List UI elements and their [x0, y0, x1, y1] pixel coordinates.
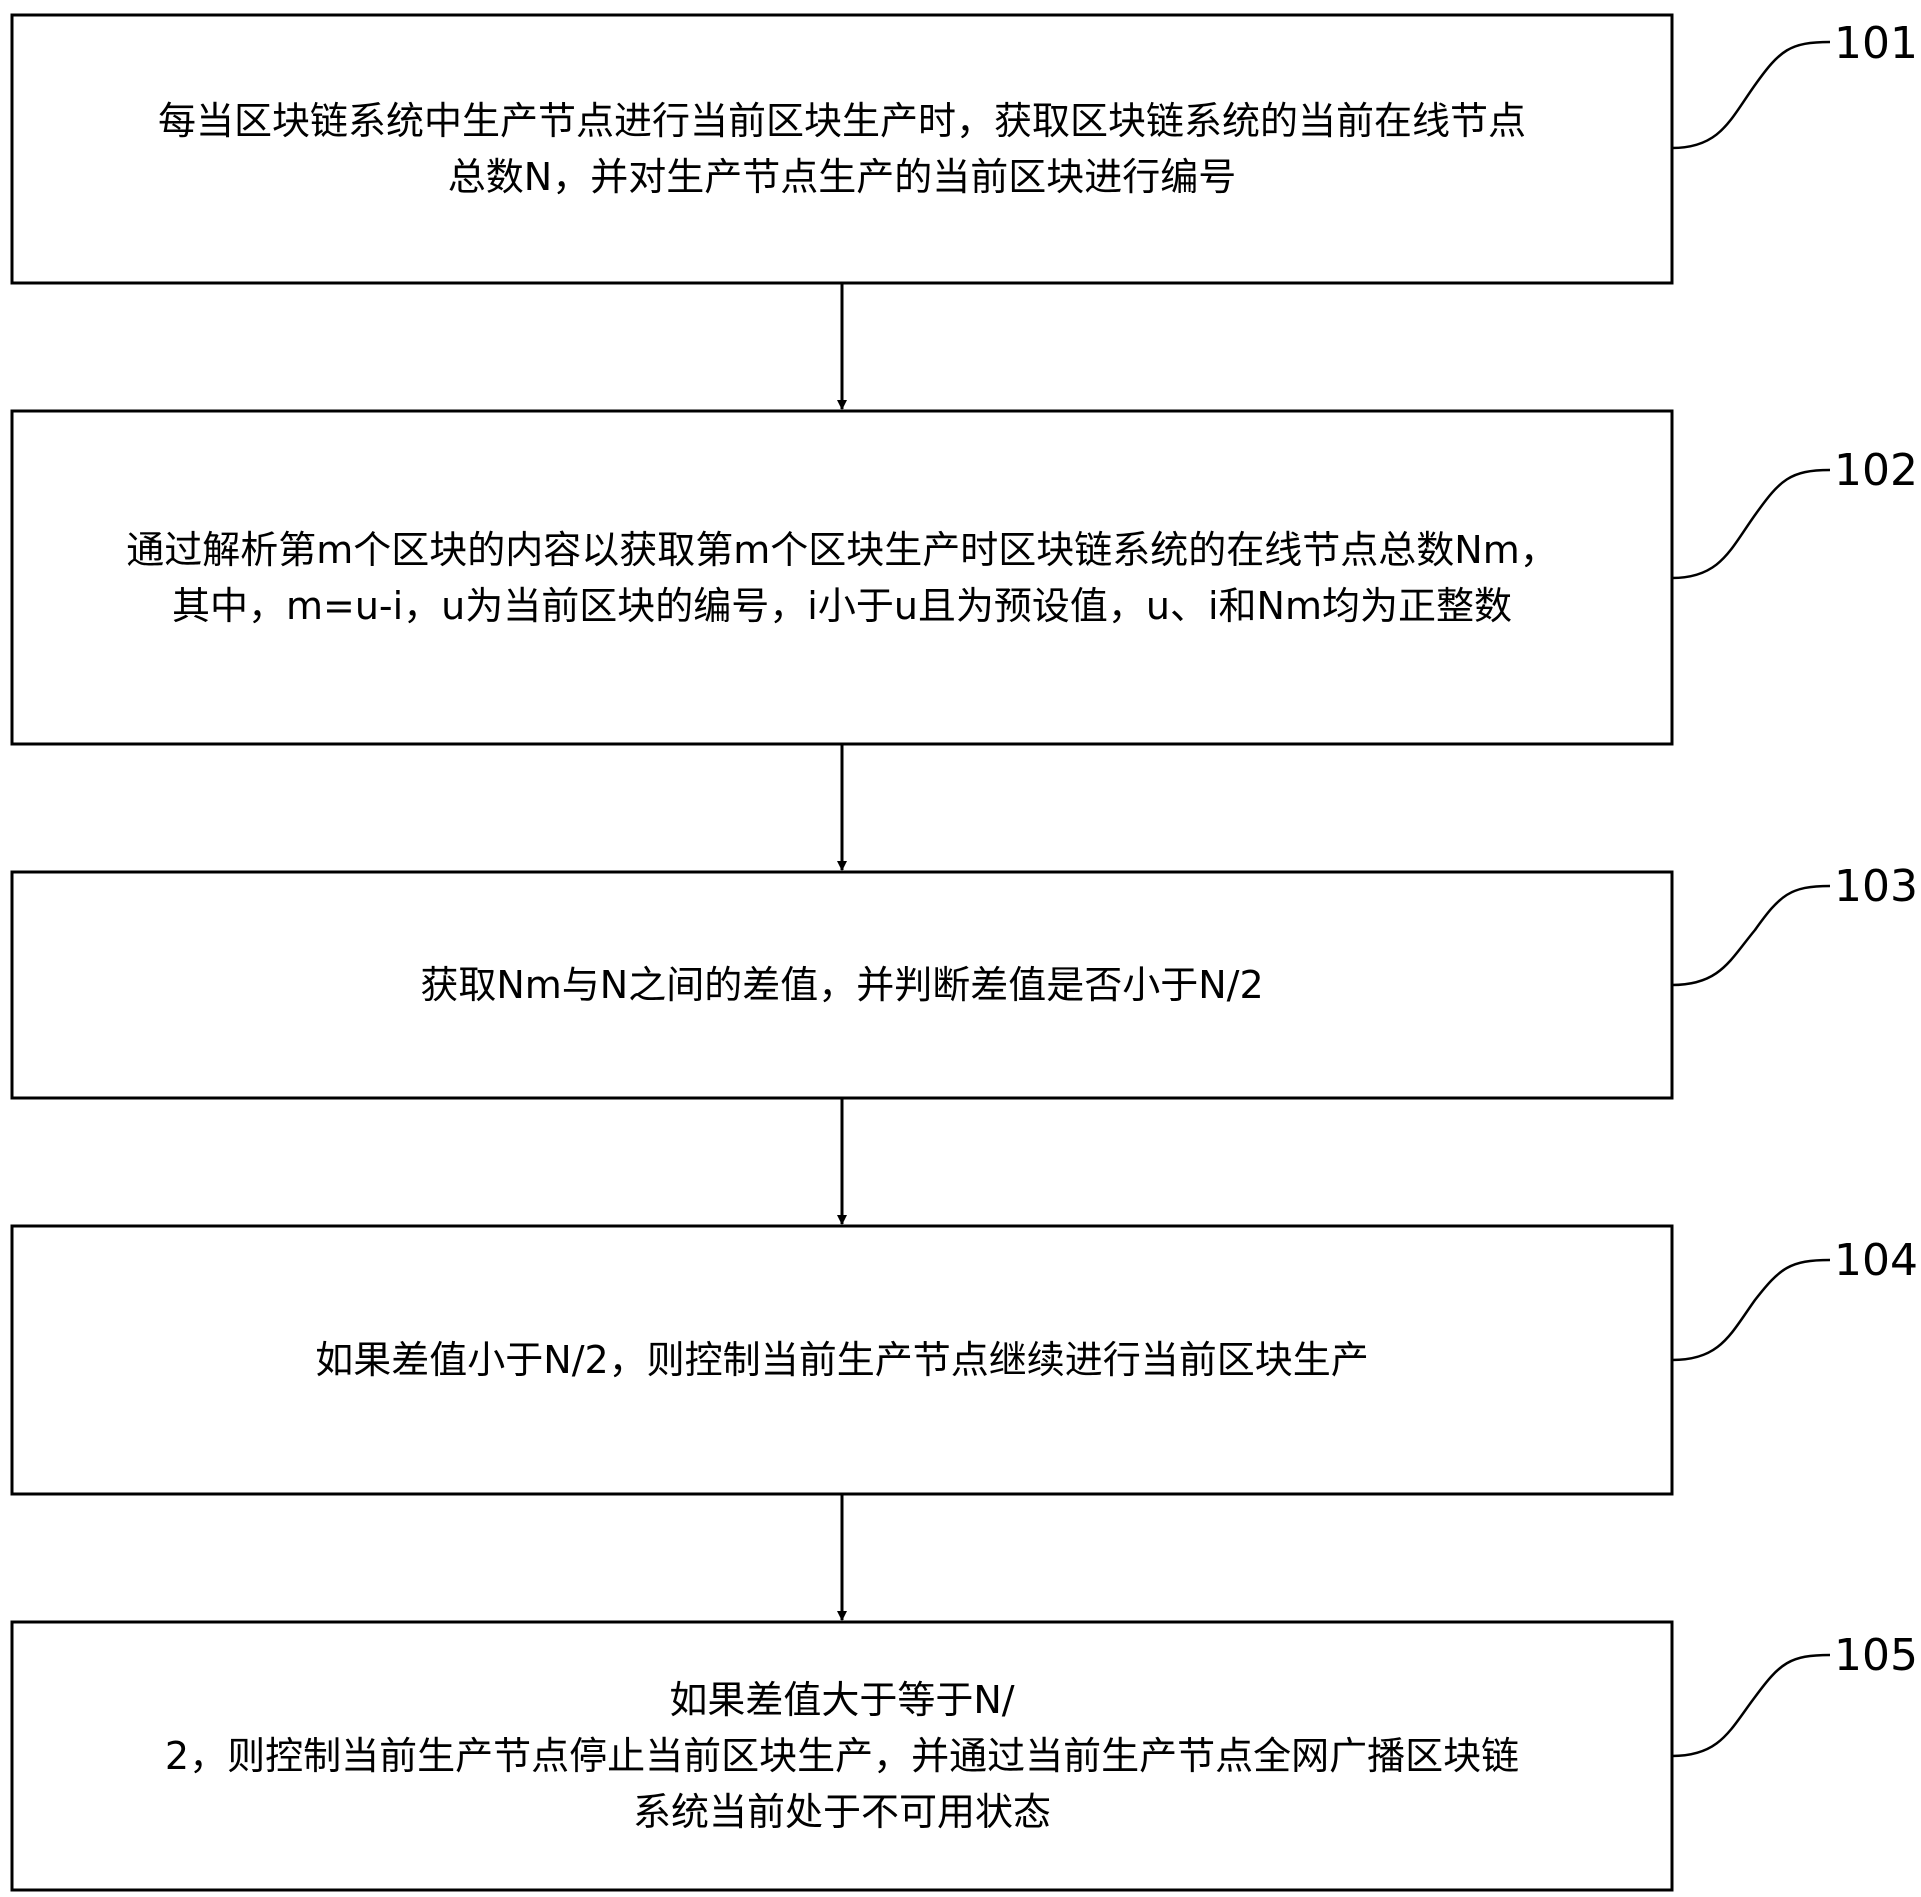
step-number-101: 101 [1834, 18, 1918, 69]
step-number-103: 103 [1834, 861, 1918, 912]
step-box-104 [10, 1224, 1674, 1496]
step-text-105: 如果差值大于等于N/ 2，则控制当前生产节点停止当前区块生产，并通过当前生产节点… [164, 1678, 1520, 1834]
step-text-104: 如果差值小于N/2，则控制当前生产节点继续进行当前区块生产 [315, 1338, 1369, 1382]
step-box-101 [10, 13, 1674, 285]
step-number-102: 102 [1834, 445, 1918, 496]
leader-curve-105 [1671, 1653, 1831, 1758]
step-text-101: 每当区块链系统中生产节点进行当前区块生产时，获取区块链系统的当前在线节点 总数N… [157, 99, 1526, 199]
leader-curve-101 [1671, 40, 1831, 150]
leader-curve-102 [1671, 468, 1831, 580]
leader-curve-104 [1671, 1258, 1831, 1362]
step-number-105: 105 [1834, 1630, 1918, 1681]
leader-curve-103 [1671, 884, 1831, 987]
step-box-102 [10, 409, 1674, 746]
step-text-102: 通过解析第m个区块的内容以获取第m个区块生产时区块链系统的在线节点总数Nm， 其… [126, 527, 1558, 628]
step-text-103: 获取Nm与N之间的差值，并判断差值是否小于N/2 [420, 963, 1264, 1007]
step-box-103 [10, 870, 1674, 1100]
step-number-104: 104 [1834, 1235, 1918, 1286]
step-box-105 [10, 1620, 1674, 1892]
